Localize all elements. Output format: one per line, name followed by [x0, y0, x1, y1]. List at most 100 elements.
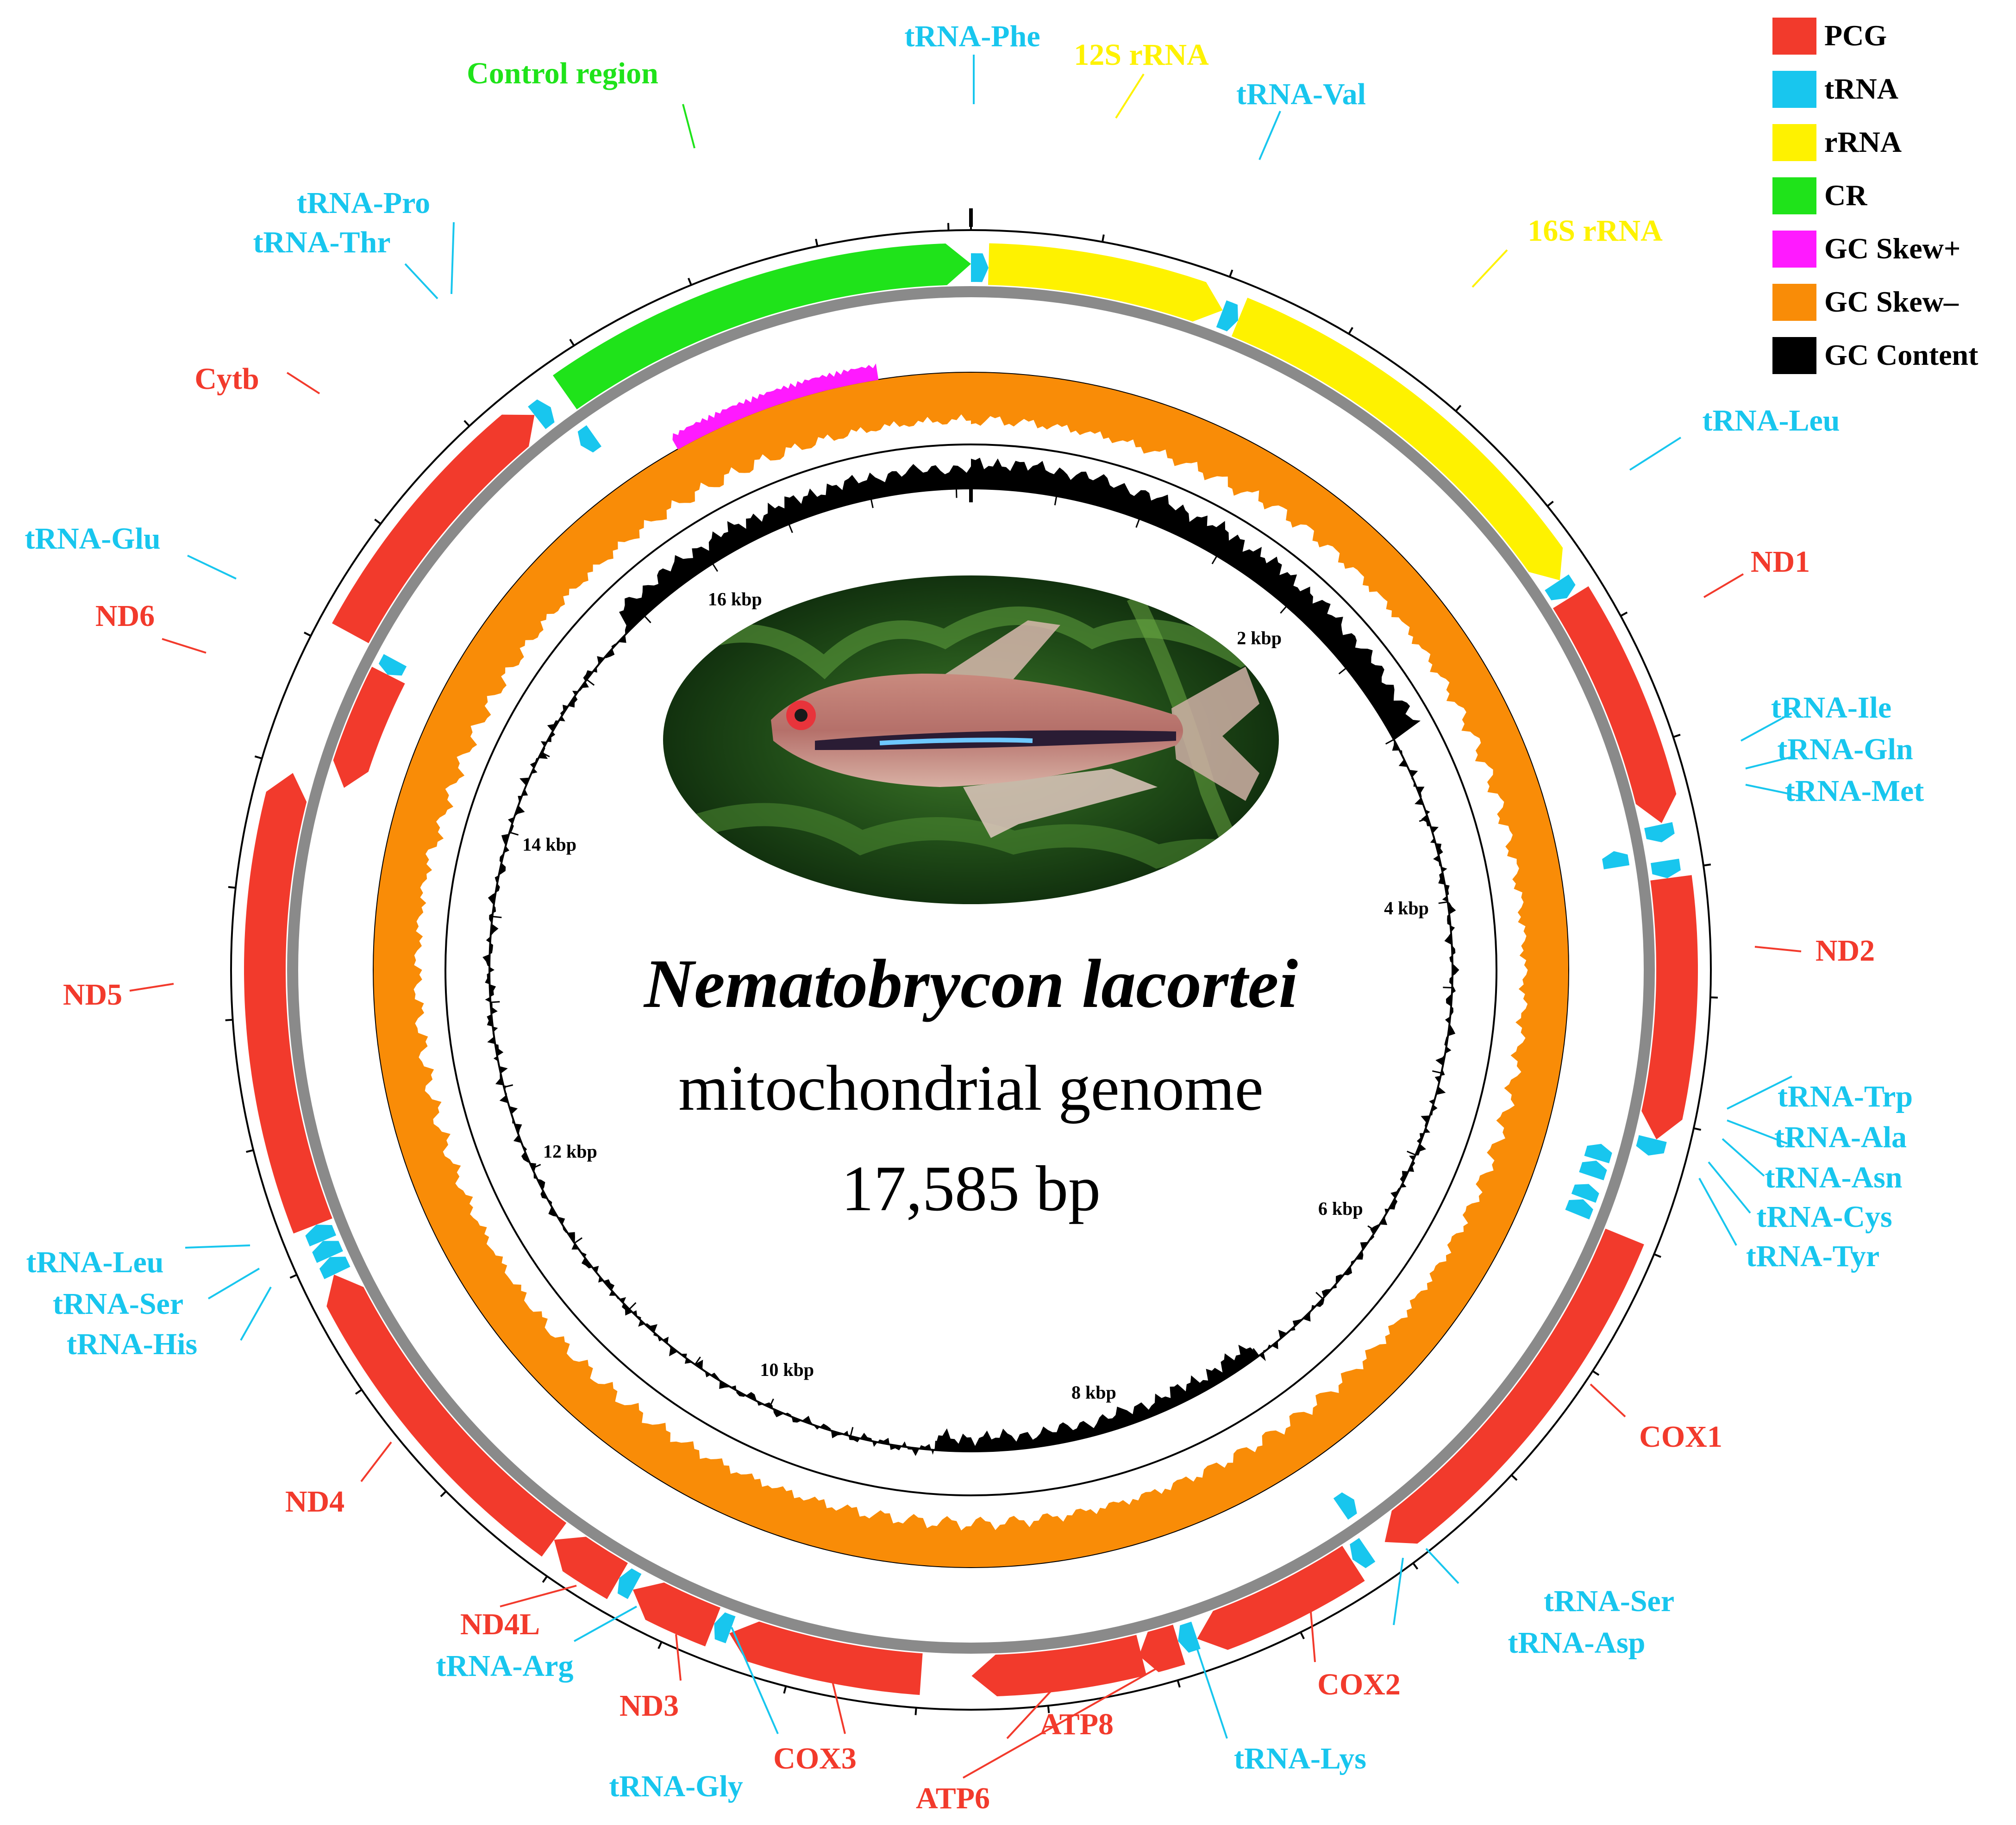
feature-trna-leu: [305, 1225, 337, 1247]
feature-16s-rrna: [1231, 298, 1563, 581]
outer-tick: [304, 631, 312, 637]
leader-line: [1745, 784, 1802, 797]
outer-tick: [1693, 1127, 1702, 1131]
gene-label: tRNA-Gly: [609, 1769, 743, 1803]
genome-length: 17,585 bp: [841, 1153, 1101, 1225]
outer-tick: [687, 278, 692, 286]
outer-tick: [246, 1149, 254, 1153]
gene-label: tRNA-Glu: [25, 522, 160, 556]
feature-nd4: [326, 1275, 567, 1557]
outer-tick: [254, 755, 263, 760]
gene-label: COX3: [773, 1742, 857, 1775]
legend-label: rRNA: [1824, 125, 1902, 158]
feature-trna-thr: [528, 399, 555, 429]
outer-tick: [1412, 1562, 1419, 1570]
gene-label: tRNA-Val: [1236, 77, 1366, 111]
feature-trna-met: [1651, 858, 1681, 878]
leader-line: [1698, 1178, 1737, 1246]
feature-trna-ile: [1644, 822, 1675, 843]
inner-tick: [492, 916, 502, 919]
feature-cox2: [1197, 1545, 1365, 1650]
leader-line: [185, 1244, 250, 1249]
inner-tick: [1432, 1070, 1442, 1074]
scale-label: 14 kbp: [522, 834, 576, 855]
gene-label: ND6: [95, 599, 155, 633]
gene-label: tRNA-Pro: [297, 186, 430, 220]
feature-trna-ser: [312, 1241, 343, 1263]
leader-line: [129, 983, 174, 992]
inner-tick: [1135, 519, 1140, 528]
gene-label: tRNA-Lys: [1234, 1742, 1366, 1775]
inner-tick: [1054, 496, 1058, 506]
feature-trna-gln: [1602, 851, 1630, 869]
feature-trna-his: [319, 1256, 351, 1279]
tick-marks: [225, 208, 1718, 1715]
inner-tick: [1280, 606, 1287, 614]
legend-swatch: [1772, 231, 1816, 268]
leader-line: [404, 263, 438, 300]
scale-label: 4 kbp: [1384, 898, 1429, 919]
gene-label: tRNA-His: [67, 1327, 197, 1361]
feature-nd6: [333, 667, 405, 788]
leader-line: [162, 638, 207, 654]
gene-label: tRNA-Tyr: [1746, 1239, 1879, 1273]
outer-tick: [783, 1686, 787, 1694]
leader-line: [1115, 73, 1145, 119]
leader-line: [574, 1606, 637, 1642]
legend-swatch: [1772, 284, 1816, 321]
outer-tick: [1546, 500, 1554, 507]
legend-label: GC Skew+: [1824, 232, 1960, 265]
leader-line: [1754, 946, 1802, 952]
leader-line: [675, 1634, 682, 1681]
leader-line: [682, 104, 695, 149]
leader-line: [1006, 1675, 1066, 1739]
outer-tick: [1673, 734, 1681, 738]
feature-12s-rrna: [988, 243, 1223, 322]
leader-line: [187, 555, 237, 580]
feature-nd5: [244, 773, 332, 1234]
outer-tick: [1592, 1370, 1600, 1376]
gene-label: tRNA-Leu: [26, 1245, 164, 1279]
inner-tick: [532, 1163, 541, 1169]
inner-tick: [712, 563, 718, 572]
leader-line: [1196, 1648, 1228, 1739]
species-name: Nematobrycon lacortei: [643, 945, 1298, 1022]
leader-line: [1425, 1548, 1459, 1584]
gene-label: tRNA-Ala: [1774, 1120, 1907, 1154]
leader-line: [1741, 712, 1792, 742]
inner-tick: [934, 1441, 937, 1450]
scale-label: 16 kbp: [708, 588, 762, 609]
outer-tick: [1177, 1680, 1181, 1688]
gene-label: 16S rRNA: [1528, 214, 1663, 248]
outer-tick: [1703, 863, 1711, 867]
leader-line: [240, 1287, 272, 1341]
outer-tick: [914, 1707, 917, 1715]
feature-cox1: [1384, 1228, 1644, 1544]
outer-tick: [228, 886, 236, 889]
outer-tick: [657, 1641, 663, 1649]
gene-label: ND3: [620, 1689, 679, 1723]
gene-label: tRNA-Trp: [1778, 1080, 1913, 1113]
leader-line: [1629, 437, 1682, 471]
gc-tracks: [374, 363, 1568, 1567]
gene-label: tRNA-Ser: [53, 1287, 183, 1321]
feature-control-region: [553, 244, 971, 410]
leader-line: [500, 1585, 577, 1607]
gene-label: tRNA-Gln: [1777, 732, 1913, 766]
inner-tick: [1019, 1439, 1022, 1449]
legend-swatch: [1772, 337, 1816, 374]
leader-line: [1722, 1138, 1765, 1177]
inner-tick: [788, 524, 793, 533]
scale-label: 6 kbp: [1318, 1198, 1363, 1219]
gene-label: tRNA-Thr: [253, 225, 391, 259]
feature-trna-tyr: [1565, 1199, 1593, 1219]
gene-label: 12S rRNA: [1074, 38, 1209, 72]
inner-tick: [644, 615, 651, 624]
gene-label: tRNA-Cys: [1756, 1200, 1892, 1234]
inner-tick: [1102, 1423, 1107, 1433]
inner-tick: [503, 1084, 513, 1088]
inner-tick: [541, 752, 550, 757]
